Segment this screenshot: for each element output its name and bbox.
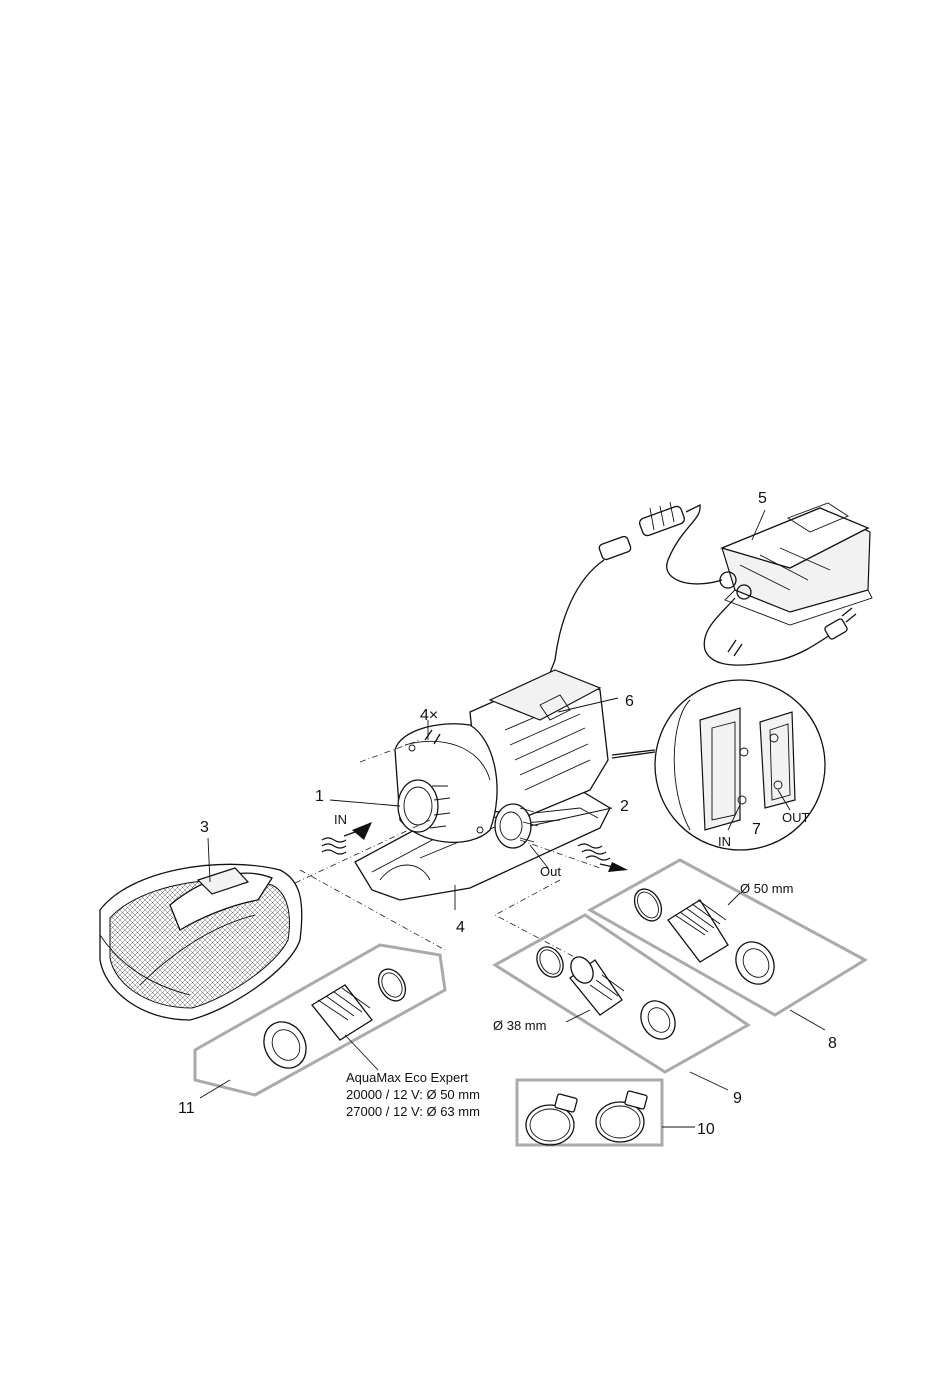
axis-line xyxy=(495,880,580,960)
note-27000: 27000 / 12 V: Ø 63 mm xyxy=(346,1104,480,1119)
outflow-arrow xyxy=(578,844,628,872)
callout-1: 1 xyxy=(315,788,324,805)
inflow-arrow xyxy=(322,822,372,854)
flow-in-label: IN xyxy=(334,812,347,827)
note-model: AquaMax Eco Expert xyxy=(346,1070,469,1085)
pump-body xyxy=(355,670,610,900)
callout-4: 4 xyxy=(456,919,465,936)
filter-basket xyxy=(100,864,302,1020)
dimension-38mm: Ø 38 mm xyxy=(493,1018,546,1033)
callout-6: 6 xyxy=(625,693,634,710)
callout-5: 5 xyxy=(758,490,767,507)
callout-9: 9 xyxy=(733,1090,742,1107)
detail-in-label: IN xyxy=(718,834,731,849)
callout-8: 8 xyxy=(828,1035,837,1052)
kit-box-8 xyxy=(590,860,865,1015)
note-20000: 20000 / 12 V: Ø 50 mm xyxy=(346,1087,480,1102)
callout-7: 7 xyxy=(752,821,761,838)
detail-out-label: OUT xyxy=(782,810,810,825)
callout-11: 11 xyxy=(178,1100,195,1117)
callout-2: 2 xyxy=(620,798,629,815)
power-supply-unit xyxy=(720,503,872,625)
callout-3: 3 xyxy=(200,819,209,836)
kit-box-10 xyxy=(517,1080,662,1145)
connector-cable xyxy=(548,502,700,678)
callout-10: 10 xyxy=(697,1121,715,1138)
dimension-50mm: Ø 50 mm xyxy=(740,881,793,896)
flow-out-label: Out xyxy=(540,864,561,879)
callout-screws: 4× xyxy=(420,707,438,724)
